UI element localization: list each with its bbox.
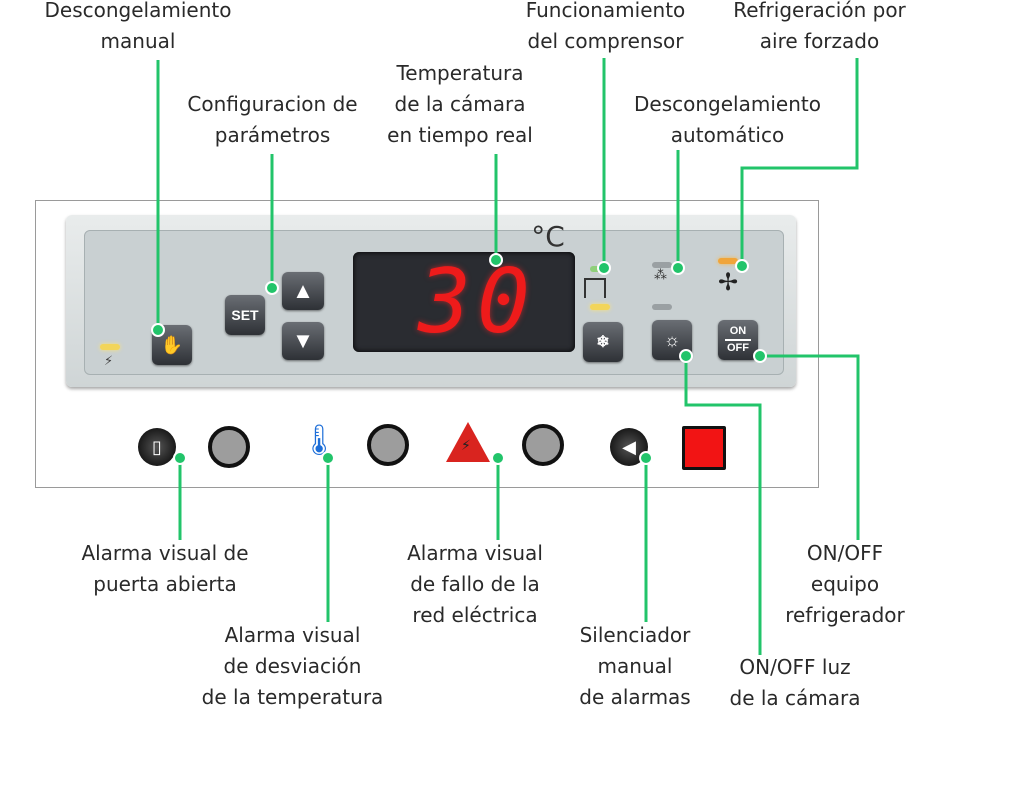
warning-lightning-glyph: ⚡ xyxy=(461,438,471,454)
label-temp-realtime: Temperatura de la cámara en tiempo real xyxy=(387,61,533,147)
compressor-icon xyxy=(584,278,606,298)
marker-compressor xyxy=(597,261,611,275)
leader-onoff xyxy=(760,354,860,540)
marker-silencer xyxy=(639,451,653,465)
fan-icon: ✢ xyxy=(718,268,739,296)
on-label: ON xyxy=(729,325,747,337)
marker-temp-alarm xyxy=(321,451,335,465)
label-light-onoff: ON/OFF luz de la cámara xyxy=(729,655,861,710)
defrost-led xyxy=(652,262,672,268)
label-forced-air: Refrigeración por aire forzado xyxy=(733,0,906,53)
temperature-value: 30 xyxy=(418,250,536,353)
power-alarm-light xyxy=(522,424,564,466)
marker-forced-air xyxy=(735,259,749,273)
label-config: Configuracion de parámetros xyxy=(187,92,358,147)
lightning-icon: ⚡ xyxy=(104,354,114,369)
up-button[interactable]: ▲ xyxy=(282,272,324,310)
door-alarm-light xyxy=(208,426,250,468)
defrost-led-lower xyxy=(652,304,672,310)
warning-lightning-icon xyxy=(446,422,490,462)
alarm-silence-button[interactable] xyxy=(682,426,726,470)
power-led-icon xyxy=(100,344,120,350)
marker-onoff xyxy=(753,349,767,363)
marker-light xyxy=(679,349,693,363)
onoff-button[interactable]: ON OFF xyxy=(718,320,758,360)
label-door-alarm: Alarma visual de puerta abierta xyxy=(81,541,249,596)
marker-manual-defrost xyxy=(151,323,165,337)
label-power-failure-alarm: Alarma visual de fallo de la red eléctri… xyxy=(407,541,543,627)
temperature-display xyxy=(353,252,575,352)
hand-defrost-icon: ✋ xyxy=(160,334,184,355)
bulb-icon: ☼ xyxy=(663,329,681,350)
marker-config xyxy=(265,281,279,295)
label-compressor: Funcionamiento del comprensor xyxy=(525,0,686,53)
label-auto-defrost: Descongelamiento automático xyxy=(634,92,821,147)
marker-temp-realtime xyxy=(489,253,503,267)
marker-door-alarm xyxy=(173,451,187,465)
defrost-icon: ⁂ xyxy=(654,268,667,283)
label-alarm-silencer: Silenciador manual de alarmas xyxy=(579,623,691,709)
label-equipment-onoff: ON/OFF equipo refrigerador xyxy=(785,541,905,627)
snowflake-icon: ❄ xyxy=(596,334,610,351)
set-label: SET xyxy=(231,307,259,323)
down-button[interactable]: ▼ xyxy=(282,322,324,360)
door-icon: ▯ xyxy=(138,428,176,466)
temperature-unit: °C xyxy=(531,220,565,253)
set-button[interactable]: SET xyxy=(225,295,265,335)
compressor-status-led xyxy=(590,304,610,310)
label-temp-deviation-alarm: Alarma visual de desviación de la temper… xyxy=(201,623,384,709)
onoff-divider xyxy=(725,339,751,341)
fan-led xyxy=(718,258,738,264)
leader-light xyxy=(684,356,762,655)
leader-forced-air xyxy=(740,58,859,266)
marker-power-alarm xyxy=(491,451,505,465)
down-arrow-icon: ▼ xyxy=(292,328,314,353)
off-label: OFF xyxy=(727,342,749,354)
defrost-button[interactable]: ❄ xyxy=(583,322,623,362)
up-arrow-icon: ▲ xyxy=(292,278,314,303)
label-manual-defrost: Descongelamiento manual xyxy=(44,0,232,53)
temp-alarm-light xyxy=(367,424,409,466)
controller-frame xyxy=(35,200,819,488)
marker-auto-defrost xyxy=(671,261,685,275)
